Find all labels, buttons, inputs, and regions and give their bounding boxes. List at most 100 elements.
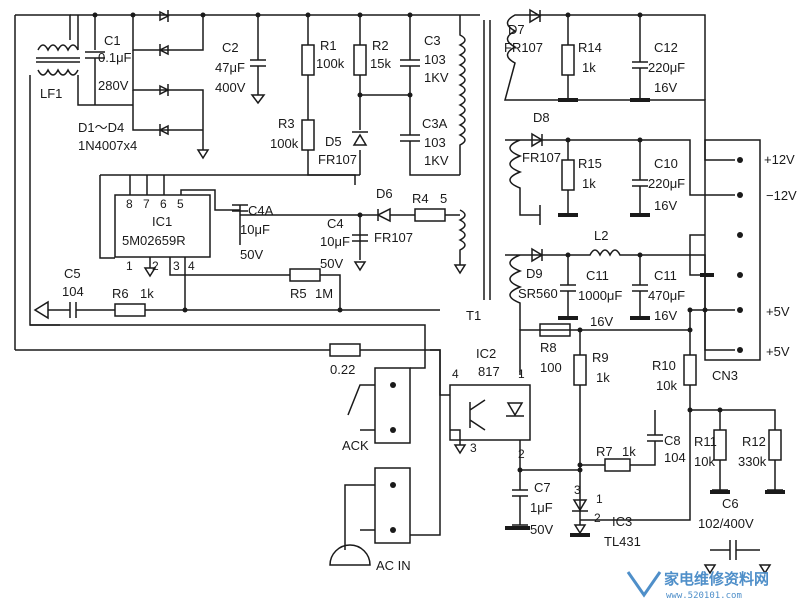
label-r6: R6 (112, 286, 129, 301)
label-d6: D6 (376, 186, 393, 201)
label-ic1: IC1 (152, 214, 172, 229)
label-ic2-part: 817 (478, 364, 500, 379)
label-d7: D7 (508, 22, 525, 37)
label-r3: R3 (278, 116, 295, 131)
label-pin8: 8 (126, 197, 133, 211)
label-out-plus5-a: +5V (766, 304, 790, 319)
label-out-minus12: −12V (766, 188, 797, 203)
label-ic3-pin2: 2 (594, 511, 601, 525)
label-c4-value: 10μF (320, 234, 350, 249)
ground-bars (505, 98, 785, 537)
label-d9: D9 (526, 266, 543, 281)
label-c5: C5 (64, 266, 81, 281)
label-ic3-pin3: 3 (574, 483, 581, 497)
label-c2-value: 47μF (215, 60, 245, 75)
label-ic3-part: TL431 (604, 534, 641, 549)
label-ic2-pin2: 2 (518, 447, 525, 461)
watermark-url: www.520101.com (666, 591, 742, 601)
label-c2: C2 (222, 40, 239, 55)
label-c11a: C11 (586, 268, 609, 283)
label-d9-part: SR560 (518, 286, 558, 301)
label-r7-value: 1k (622, 444, 636, 459)
label-c5-value: 104 (62, 284, 84, 299)
label-c6-value: 102/400V (698, 516, 754, 531)
watermark: 家电维修资料网 www.520101.com (626, 570, 769, 601)
label-cn3: CN3 (712, 368, 738, 383)
label-r11-value: 10k (694, 454, 715, 469)
label-d7-part: FR107 (504, 40, 543, 55)
label-d6-part: FR107 (374, 230, 413, 245)
label-c3-value: 103 (424, 52, 446, 67)
junction-dots (92, 12, 743, 533)
label-c12: C12 (654, 40, 678, 55)
label-c3a: C3A (422, 116, 448, 131)
label-r3-value: 100k (270, 136, 299, 151)
label-c12-value: 220μF (648, 60, 685, 75)
label-pin3: 3 (173, 259, 180, 273)
label-r1: R1 (320, 38, 337, 53)
label-pin7: 7 (143, 197, 150, 211)
component-labels: C1 0.1μF 280V LF1 D1～D4 1N4007x4 C2 47μF… (40, 22, 797, 573)
label-c7-value: 1μF (530, 500, 553, 515)
label-r15: R15 (578, 156, 602, 171)
label-r7: R7 (596, 444, 613, 459)
label-ic2-pin1: 1 (518, 367, 525, 381)
label-c1-value: 0.1μF (98, 50, 132, 65)
label-c4a-voltage: 50V (240, 247, 263, 262)
label-r11: R11 (694, 434, 717, 449)
label-fuse: 0.22 (330, 362, 355, 377)
label-d5-part: FR107 (318, 152, 357, 167)
label-ack: ACK (342, 438, 369, 453)
label-c11b: C11 (654, 268, 677, 283)
label-d8: D8 (533, 110, 550, 125)
label-c4: C4 (327, 216, 344, 231)
label-c10-value: 220μF (648, 176, 685, 191)
label-c8: C8 (664, 433, 681, 448)
label-ac-in: AC IN (376, 558, 411, 573)
label-d8-part: FR107 (522, 150, 561, 165)
label-pin6: 6 (160, 197, 167, 211)
label-c11b-value: 470μF (648, 288, 685, 303)
label-r8-value: 100 (540, 360, 562, 375)
label-r10-value: 10k (656, 378, 677, 393)
label-lf1: LF1 (40, 86, 62, 101)
label-c4a-value: 10μF (240, 222, 270, 237)
label-c10-voltage: 16V (654, 198, 677, 213)
label-c3a-voltage: 1KV (424, 153, 449, 168)
label-ic2-pin4: 4 (452, 367, 459, 381)
label-t1: T1 (466, 308, 481, 323)
label-c2-voltage: 400V (215, 80, 246, 95)
label-c4a: C4A (248, 203, 274, 218)
label-c6: C6 (722, 496, 739, 511)
label-r14: R14 (578, 40, 602, 55)
label-r1-value: 100k (316, 56, 345, 71)
label-ic3-pin1: 1 (596, 492, 603, 506)
label-ic1-part: 5M02659R (122, 233, 186, 248)
label-c11a-value: 1000μF (578, 288, 622, 303)
label-r9: R9 (592, 350, 609, 365)
label-ic2-pin3: 3 (470, 441, 477, 455)
label-c3-voltage: 1KV (424, 70, 449, 85)
label-c8-value: 104 (664, 450, 686, 465)
label-pin5: 5 (177, 197, 184, 211)
label-r6-value: 1k (140, 286, 154, 301)
label-c1-voltage: 280V (98, 78, 129, 93)
label-r9-value: 1k (596, 370, 610, 385)
label-r15-value: 1k (582, 176, 596, 191)
label-r14-value: 1k (582, 60, 596, 75)
label-r5-value: 1M (315, 286, 333, 301)
label-c3: C3 (424, 33, 441, 48)
watermark-text: 家电维修资料网 (664, 570, 769, 588)
label-r12: R12 (742, 434, 766, 449)
watermark-logo-icon (626, 571, 662, 598)
label-r8: R8 (540, 340, 557, 355)
label-r10: R10 (652, 358, 676, 373)
label-out-plus12: +12V (764, 152, 795, 167)
label-c11b-voltage: 16V (654, 308, 677, 323)
label-c11a-voltage: 16V (590, 314, 613, 329)
label-ic2: IC2 (476, 346, 496, 361)
label-out-plus5-b: +5V (766, 344, 790, 359)
label-ic3: IC3 (612, 514, 632, 529)
